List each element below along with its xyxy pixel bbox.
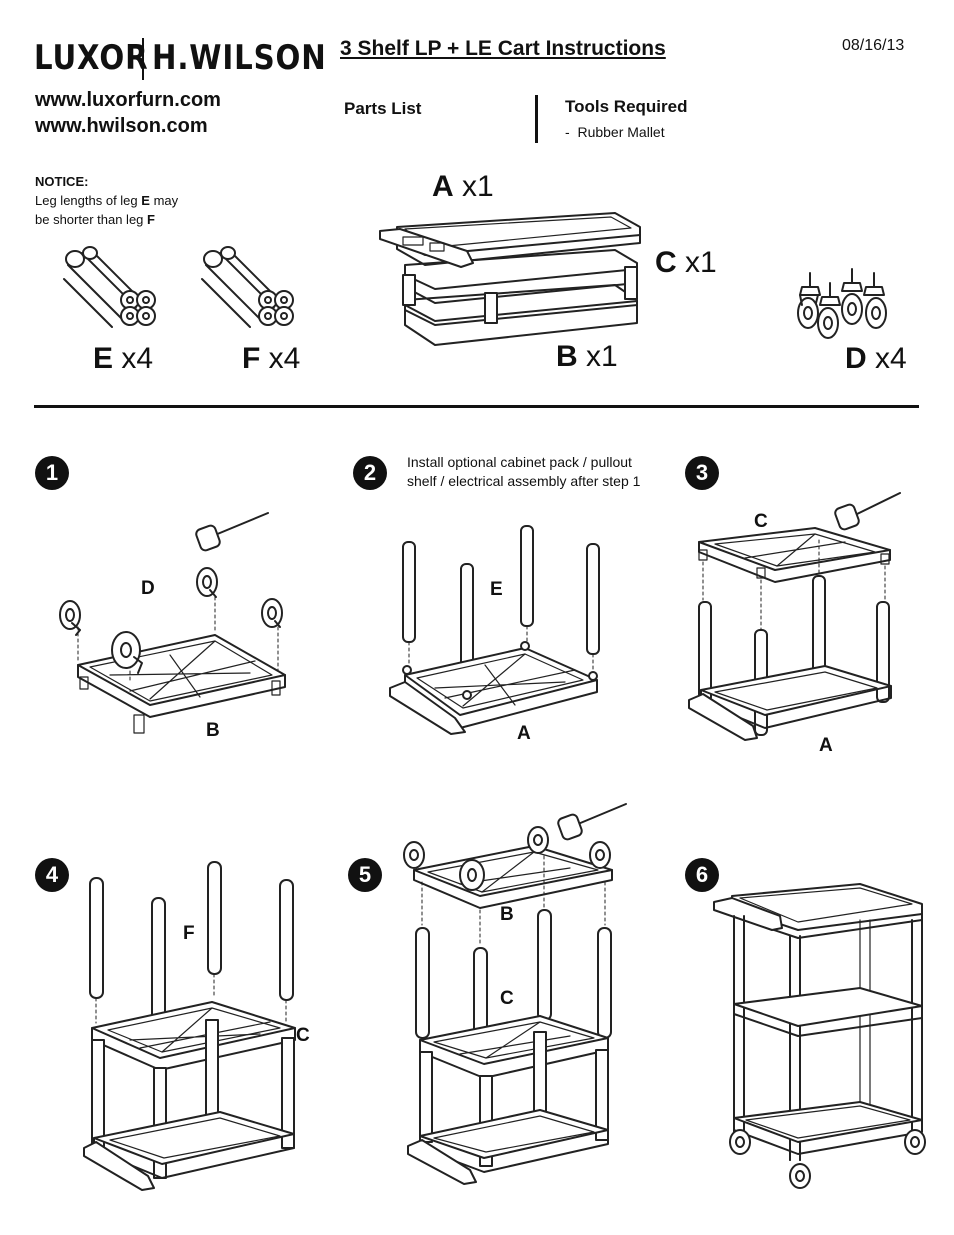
- header-divider: [535, 95, 538, 143]
- mallet-icon: [195, 512, 269, 552]
- notice-heading: NOTICE:: [35, 174, 89, 189]
- part-label-a: A x1: [432, 170, 494, 203]
- caster-icon: [904, 1129, 926, 1155]
- step-1-label-b: B: [206, 720, 220, 741]
- part-label-e: E x4: [93, 342, 154, 375]
- step-number-2: 2: [353, 456, 387, 490]
- url-hwilson[interactable]: www.hwilson.com: [35, 115, 208, 137]
- step-number-3: 3: [685, 456, 719, 490]
- step-3-illustration: [688, 492, 901, 741]
- step-2-illustration: [389, 525, 600, 735]
- step-number-1: 1: [35, 456, 69, 490]
- url-luxor[interactable]: www.luxorfurn.com: [35, 89, 221, 111]
- mallet-icon: [557, 803, 627, 841]
- caster-icon: [261, 598, 283, 628]
- step-5-label-b: B: [500, 904, 514, 925]
- step-1-label-d: D: [141, 578, 155, 599]
- notice-line-2: be shorter than leg F: [35, 212, 155, 227]
- brand-luxor: LUXOR: [34, 38, 149, 78]
- document-date: 08/16/13: [842, 37, 905, 54]
- notice: NOTICE: Leg lengths of leg E may be shor…: [35, 172, 178, 229]
- tools-heading: Tools Required: [565, 97, 688, 116]
- caster-icon: [459, 859, 485, 891]
- part-label-c: C x1: [655, 246, 717, 279]
- step-4-label-f: F: [183, 923, 195, 944]
- brand-divider: [142, 38, 144, 80]
- leg-bundle-icon: [201, 246, 294, 328]
- step-1-illustration: [59, 512, 286, 734]
- step-number-6: 6: [685, 858, 719, 892]
- part-label-f: F x4: [242, 342, 301, 375]
- leg-bundle-icon: [63, 246, 156, 328]
- mallet-icon: [834, 492, 901, 531]
- section-divider: [34, 405, 919, 408]
- tool-item: - Rubber Mallet: [565, 124, 665, 140]
- caster-icon: [403, 841, 425, 869]
- caster-icon: [589, 841, 611, 869]
- step-number-5: 5: [348, 858, 382, 892]
- parts-list-heading: Parts List: [344, 99, 422, 118]
- step-4-illustration: [83, 861, 296, 1191]
- step-5-label-c: C: [500, 988, 514, 1009]
- step-5-illustration: [403, 803, 627, 1185]
- caster-icon: [111, 631, 143, 674]
- caster-icon: [789, 1163, 811, 1189]
- caster-icon: [729, 1129, 751, 1155]
- step-3-label-c: C: [754, 511, 768, 532]
- caster-icon: [59, 600, 81, 636]
- page-title: 3 Shelf LP + LE Cart Instructions: [340, 37, 666, 60]
- step-2-note: Install optional cabinet pack / pullout …: [407, 454, 641, 489]
- step-3-label-a: A: [819, 735, 833, 756]
- part-label-d: D x4: [845, 342, 907, 375]
- step-number-4: 4: [35, 858, 69, 892]
- part-label-b: B x1: [556, 340, 618, 373]
- caster-icon: [196, 567, 218, 598]
- cart-icon: [713, 883, 926, 1189]
- notice-line-1: Leg lengths of leg E may: [35, 193, 179, 208]
- shelf-icon: [379, 212, 641, 346]
- brand-hwilson: H.WILSON: [152, 38, 327, 78]
- step-4-label-c: C: [296, 1025, 310, 1046]
- caster-icon: [527, 826, 549, 854]
- step-2-label-e: E: [490, 579, 503, 600]
- step-2-label-a: A: [517, 723, 531, 744]
- caster-icon: [797, 268, 887, 339]
